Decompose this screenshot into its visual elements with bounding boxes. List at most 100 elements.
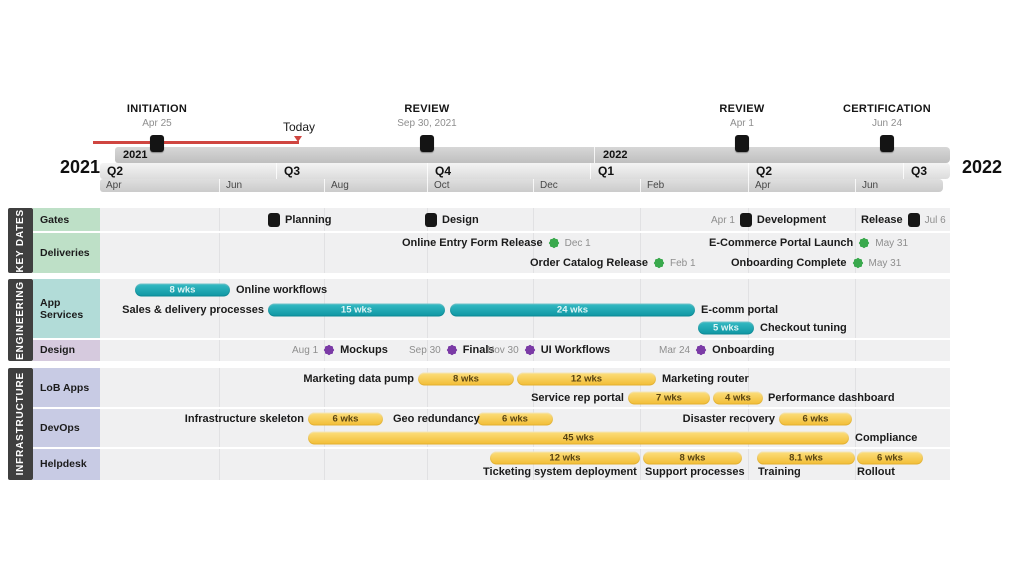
task-label[interactable]: Rollout (857, 466, 895, 478)
row-header-app-services[interactable]: App Services (33, 279, 100, 339)
task-label[interactable]: Disaster recovery (683, 413, 775, 425)
item-label: Online workflows (236, 284, 328, 296)
task-label[interactable]: Performance dashboard (768, 392, 895, 404)
task-label[interactable]: Ticketing system deployment (483, 466, 637, 478)
bar-duration-label: 6 wks (877, 452, 903, 464)
task-bar[interactable]: 8 wks (418, 372, 514, 386)
milestone-icon[interactable] (150, 135, 164, 152)
task-bar[interactable]: 6 wks (477, 412, 553, 426)
section-label-infrastructure[interactable]: INFRASTRUCTURE (8, 368, 33, 480)
task-label[interactable]: Service rep portal (531, 392, 624, 404)
task-bar[interactable]: 6 wks (779, 412, 852, 426)
task-bar[interactable]: 6 wks (857, 451, 923, 465)
quarter-band-segment: Q2 (748, 163, 903, 179)
bar-duration-label: 24 wks (556, 304, 589, 316)
milestone-title: REVIEW (404, 103, 450, 115)
task-bar[interactable]: 8.1 wks (757, 451, 855, 465)
task-bar[interactable]: 5 wks (698, 321, 754, 335)
milestone-icon[interactable] (420, 135, 434, 152)
row-header-label: Deliveries (40, 246, 90, 259)
item-label: Development (756, 214, 826, 226)
item-label: Training (758, 466, 801, 478)
gridline (640, 279, 641, 361)
task-bar[interactable]: 8 wks (643, 451, 742, 465)
item-label: Performance dashboard (768, 392, 895, 404)
task-label[interactable]: Geo redundancy (393, 413, 480, 425)
task-label[interactable]: Compliance (855, 432, 917, 444)
row-header-label: DevOps (40, 422, 80, 434)
item-label: UI Workflows (540, 344, 611, 356)
milestone-item[interactable]: Design (425, 213, 479, 227)
item-label: Marketing router (662, 373, 749, 385)
row-header-design[interactable]: Design (33, 339, 100, 361)
gridline (855, 279, 856, 361)
bar-duration-label: 15 wks (340, 304, 373, 316)
item-label: Finals (462, 344, 495, 356)
bar-duration-label: 6 wks (332, 413, 359, 425)
today-pointer-icon (294, 136, 302, 142)
milestone-title: CERTIFICATION (842, 103, 932, 115)
row-header-lob-apps[interactable]: LoB Apps (33, 368, 100, 408)
task-bar[interactable]: 7 wks (628, 391, 710, 405)
task-label[interactable]: Support processes (645, 466, 745, 478)
milestone-title: INITIATION (126, 103, 188, 115)
item-label: Onboarding Complete (731, 257, 847, 269)
task-bar[interactable]: 4 wks (713, 391, 763, 405)
task-bar[interactable]: 12 wks (517, 372, 656, 386)
task-label[interactable]: Sales & delivery processes (122, 304, 264, 316)
row-header-deliveries[interactable]: Deliveries (33, 232, 100, 273)
bar-duration-label: 6 wks (802, 413, 829, 425)
month-band-segment: Apr (748, 179, 855, 192)
task-bar[interactable]: 6 wks (308, 412, 383, 426)
milestone-item[interactable]: Planning (268, 213, 331, 227)
task-bar[interactable]: 8 wks (135, 283, 230, 297)
task-bar[interactable]: 24 wks (450, 303, 695, 317)
row-header-helpdesk[interactable]: Helpdesk (33, 448, 100, 480)
today-line (93, 141, 299, 144)
green-star-icon (547, 237, 560, 249)
task-label[interactable]: Marketing data pump (303, 373, 414, 385)
gridline (640, 208, 641, 273)
row-header-gates[interactable]: Gates (33, 208, 100, 232)
milestone-icon[interactable] (880, 135, 894, 152)
row-header-label: Helpdesk (40, 458, 87, 470)
task-label[interactable]: Training (758, 466, 801, 478)
bar-duration-label: 45 wks (562, 432, 595, 444)
task-bar[interactable]: 45 wks (308, 431, 849, 445)
item-label: Checkout tuning (760, 322, 847, 334)
task-bar[interactable]: 12 wks (490, 451, 640, 465)
row-header-label: LoB Apps (40, 382, 90, 394)
gridline (533, 279, 534, 361)
task-bar[interactable]: 15 wks (268, 303, 445, 317)
task-label[interactable]: E-comm portal (701, 304, 778, 316)
row-separator (33, 338, 950, 340)
item-date: Aug 1 (292, 344, 319, 356)
task-label[interactable]: Online workflows (236, 284, 327, 296)
purple-star-icon (524, 344, 536, 356)
row-header-devops[interactable]: DevOps (33, 408, 100, 448)
task-label[interactable]: Infrastructure skeleton (185, 413, 304, 425)
section-label-key-dates[interactable]: KEY DATES (8, 208, 33, 273)
gridline (324, 279, 325, 361)
milestone-icon (425, 213, 437, 227)
gridline (748, 368, 749, 480)
milestone-icon (739, 213, 752, 227)
task-label[interactable]: Checkout tuning (760, 322, 847, 334)
section-label-engineering[interactable]: ENGINEERING (8, 279, 33, 361)
task-label[interactable]: Marketing router (662, 373, 749, 385)
milestone-icon[interactable] (735, 135, 749, 152)
